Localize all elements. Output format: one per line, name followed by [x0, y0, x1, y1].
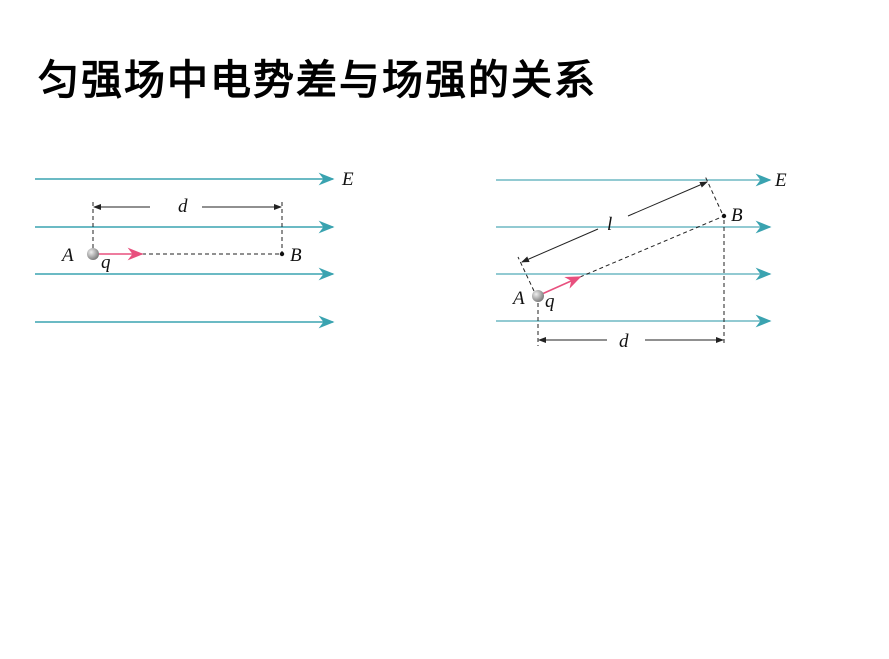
point-b-dot — [721, 213, 727, 219]
point-b-label: B — [290, 245, 302, 266]
velocity-arrow — [541, 276, 582, 295]
point-a-label: A — [60, 245, 74, 266]
extension-lines — [92, 202, 283, 255]
distance-label-d: d — [619, 331, 629, 352]
point-b-dot — [279, 251, 285, 257]
diagram-right: E l d A q B — [496, 170, 787, 352]
charge-ball — [532, 290, 544, 302]
field-label-e: E — [341, 169, 354, 190]
charge-label: q — [101, 252, 111, 273]
length-l-arrow — [521, 181, 708, 263]
point-b-label: B — [731, 205, 743, 226]
charge-label: q — [545, 291, 555, 312]
slide-title: 匀强场中电势差与场强的关系 — [38, 56, 597, 104]
length-label-l: l — [607, 214, 612, 235]
diagram-left: E d A q B — [35, 169, 354, 329]
point-a-label: A — [511, 288, 525, 309]
charge-ball — [87, 248, 99, 260]
field-label-e: E — [774, 170, 787, 191]
field-lines — [35, 172, 335, 329]
distance-label-d: d — [178, 196, 188, 217]
